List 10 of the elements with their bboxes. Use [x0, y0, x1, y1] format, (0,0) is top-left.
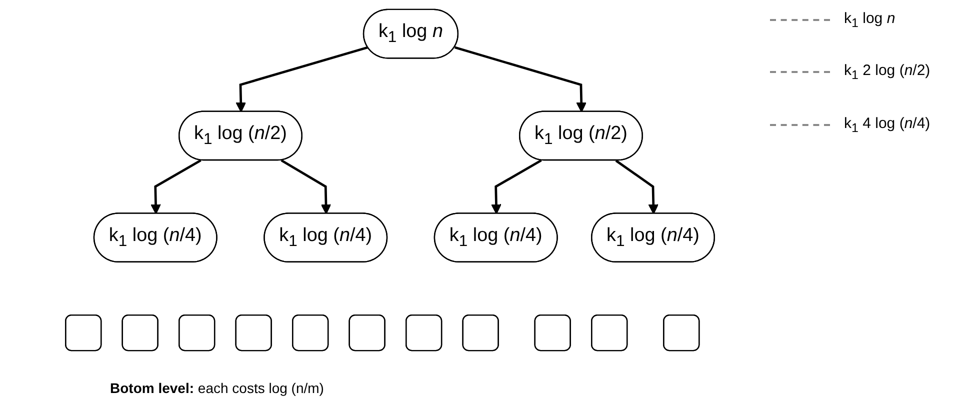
arrow [615, 160, 659, 214]
arrow [491, 159, 542, 214]
arrow [280, 159, 332, 214]
level-cost-label: k$_{1}$ 4 log (n/4) [844, 115, 930, 135]
level-cost-label: k$_{1}$ 2 log (n/2) [844, 62, 930, 82]
level-cost-label: k$_{1}$ log n [844, 10, 896, 30]
arrow [236, 46, 368, 112]
arrow [150, 159, 202, 214]
note-text: Botom level: each costs log (n/m) [110, 380, 324, 396]
arrow [454, 46, 587, 112]
